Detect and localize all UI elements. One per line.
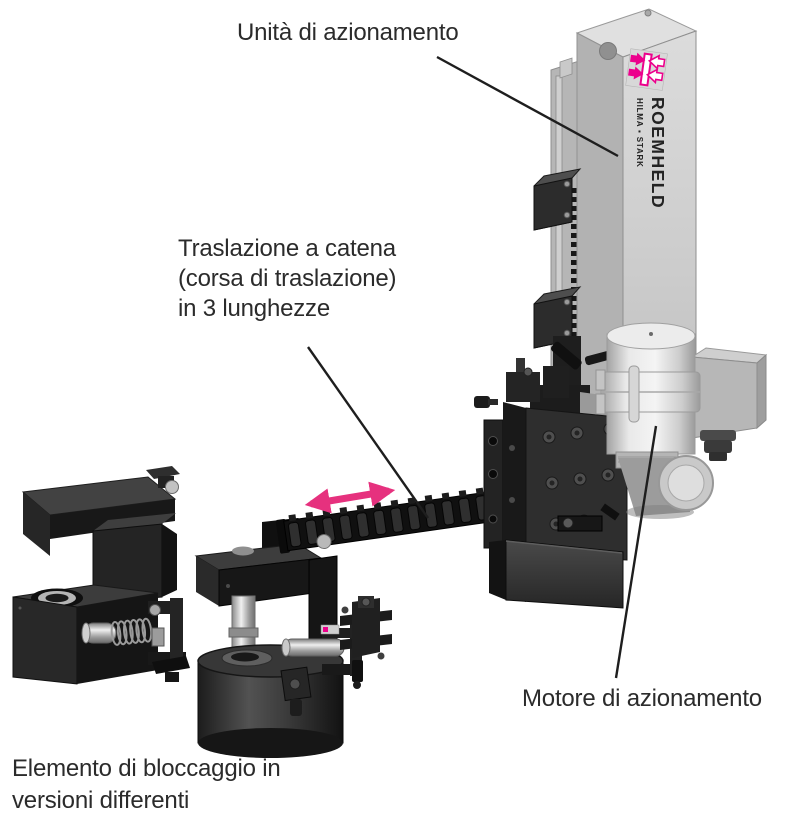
drive-unit-label-text: Unità di azionamento xyxy=(237,19,459,46)
drive-chain xyxy=(275,487,517,554)
tower-corner-screw xyxy=(599,42,617,60)
mini-label xyxy=(320,624,340,635)
sub-brand-text: HILMA ▪ STARK xyxy=(635,98,644,168)
coupling-pin xyxy=(283,638,345,657)
leader-chain xyxy=(307,346,429,519)
drive-motor xyxy=(595,322,768,519)
clamp-body-front xyxy=(12,596,78,685)
drive-motor-label-text: Motore di azionamento xyxy=(522,685,762,712)
motor-bracket xyxy=(691,356,758,439)
drive-motor-label: Motore di azionamento xyxy=(522,684,762,714)
sensor-block-upper xyxy=(533,168,582,231)
clamping-element-label: Elemento di bloccaggio in versioni diffe… xyxy=(12,753,281,817)
spring xyxy=(110,617,153,646)
brand-text: ROEMHELD xyxy=(648,97,668,209)
chain-label-line2: (corsa di traslazione) xyxy=(178,265,397,292)
chain-translation-label: Traslazione a catena (corsa di traslazio… xyxy=(178,234,397,324)
chain-label-line3: in 3 lunghezze xyxy=(178,295,330,322)
clamping-element-center xyxy=(194,518,392,758)
drive-unit-label: Unità di azionamento xyxy=(237,18,459,48)
cable-gland xyxy=(700,430,736,461)
chain-pin xyxy=(316,534,332,550)
coupling-bracket xyxy=(281,555,392,689)
translation-direction-arrow-icon xyxy=(304,481,396,514)
leader-lines xyxy=(307,55,658,679)
leader-motor xyxy=(614,425,658,679)
carriage-bottom-plate xyxy=(505,539,624,609)
arm-pin xyxy=(165,480,179,494)
chain-label-line1: Traslazione a catena xyxy=(178,235,396,262)
leader-drive-unit xyxy=(436,55,619,158)
clamp-label-line1: Elemento di bloccaggio in xyxy=(12,755,281,782)
clamp-label-line2: versioni differenti xyxy=(12,787,190,814)
clamping-element-left xyxy=(12,466,190,685)
roemheld-logo-icon xyxy=(625,48,668,91)
